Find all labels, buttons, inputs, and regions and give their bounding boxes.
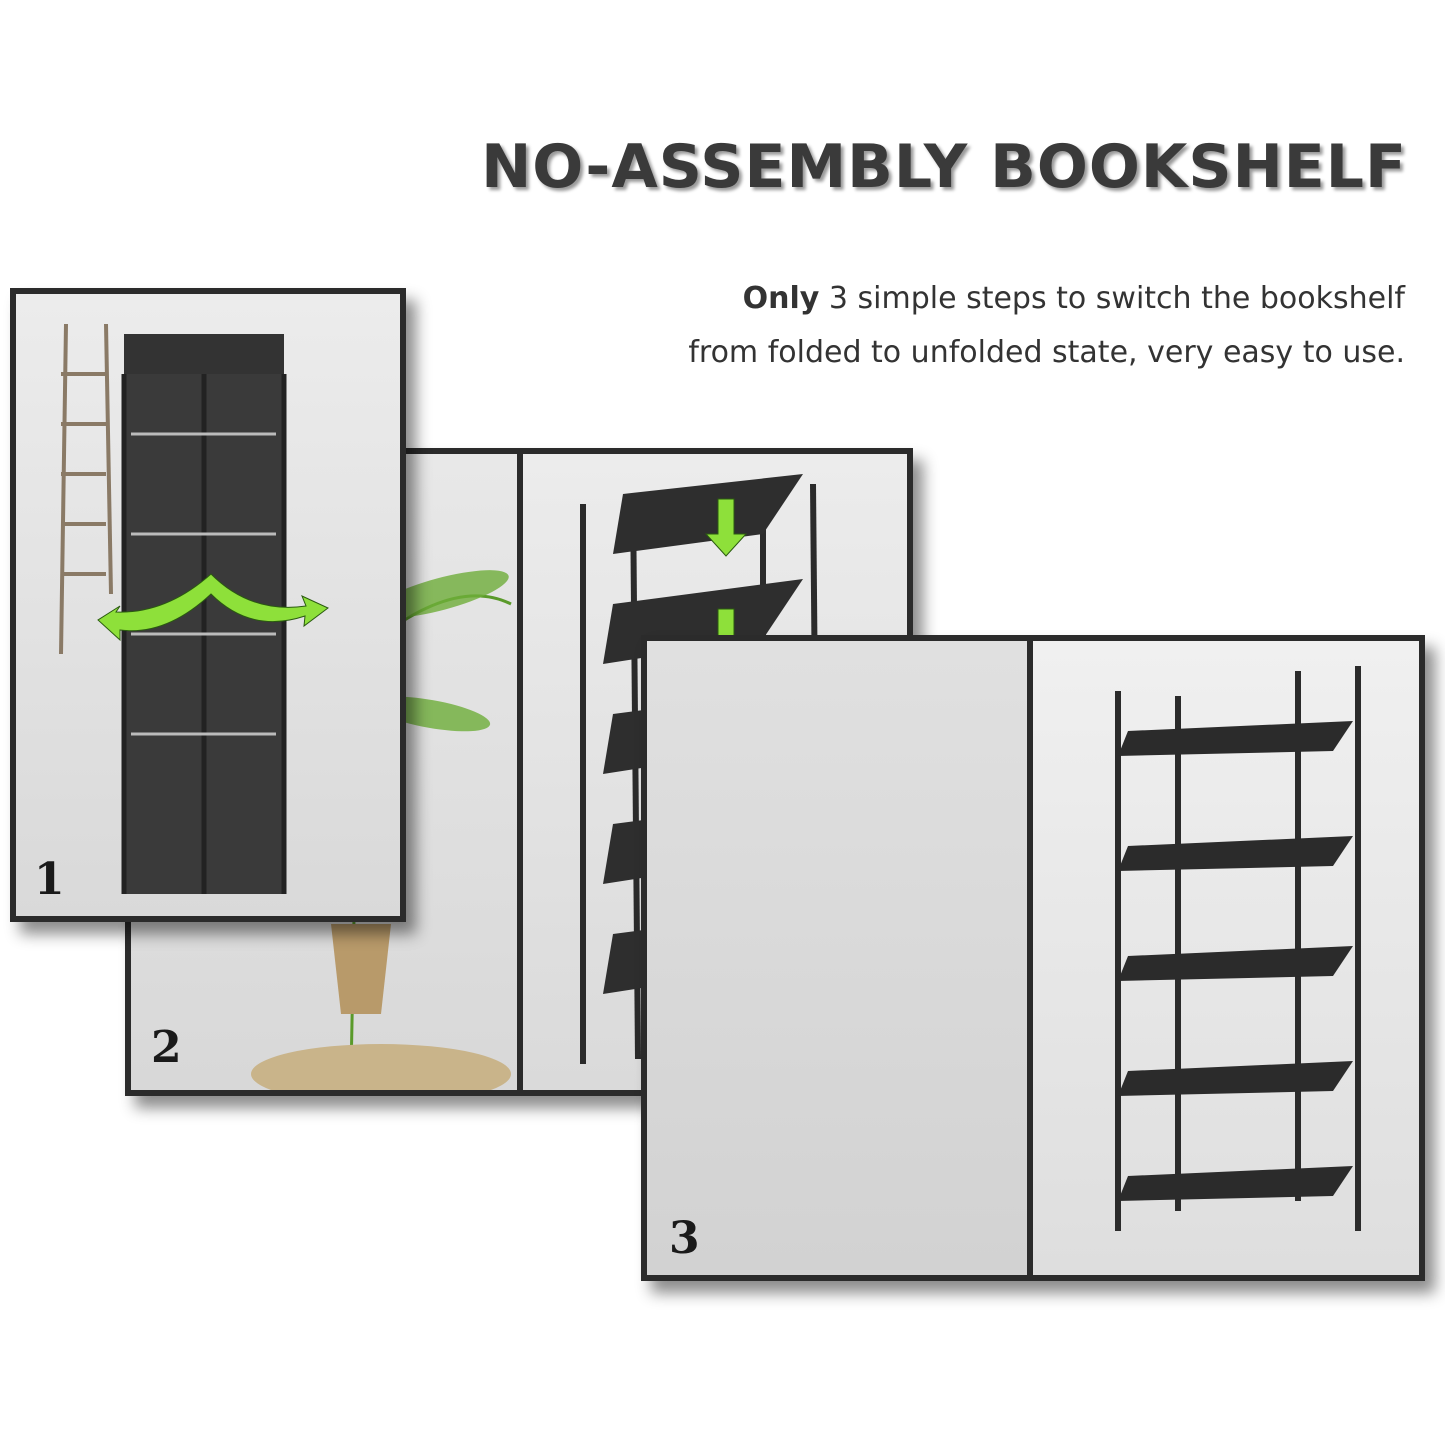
- step-3-right-image: [1033, 641, 1419, 1275]
- folded-bookshelf-icon: [59, 323, 329, 894]
- step-3-panel: 3: [641, 635, 1425, 1281]
- step-3-number: 3: [669, 1213, 700, 1264]
- description-line1: 3 simple steps to switch the bookshelf: [819, 281, 1405, 316]
- step-3-left-image: 3: [647, 641, 1033, 1275]
- step-2-number: 2: [151, 1022, 182, 1073]
- description: Only 3 simple steps to switch the booksh…: [605, 272, 1405, 380]
- page-title: NO-ASSEMBLY BOOKSHELF: [481, 132, 1407, 202]
- description-bold: Only: [742, 281, 820, 316]
- description-line2: from folded to unfolded state, very easy…: [688, 335, 1405, 370]
- step-1-panel: 1: [10, 288, 406, 922]
- unfold-arrows-icon: [97, 573, 329, 642]
- step-1-number: 1: [34, 854, 65, 905]
- bookshelf-icon: [1115, 666, 1361, 1231]
